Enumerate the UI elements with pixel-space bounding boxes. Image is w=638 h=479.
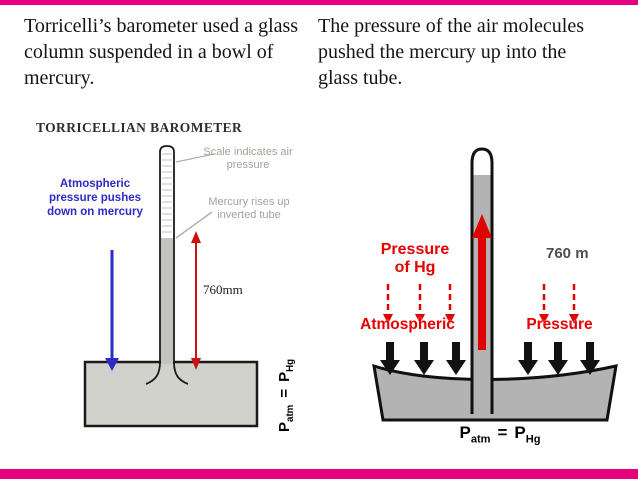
atmospheric-note: Atmospheric pressure pushes down on merc… <box>47 178 143 218</box>
tube-mercury-column <box>161 238 173 364</box>
tube-air-gap <box>473 150 491 175</box>
mercury-rise-arrow <box>472 214 492 350</box>
tube-air-gap <box>161 148 173 238</box>
mercury-note-leader-line <box>175 211 213 239</box>
p-hg-symbol: P <box>514 423 526 442</box>
mercury-bowl <box>372 363 618 422</box>
pressure-label: Pressure <box>526 316 593 333</box>
pressure-of-hg-label: Pressure of Hg <box>360 241 470 276</box>
glass-tube <box>470 147 494 414</box>
torricellian-barometer-diagram: TORRICELLIAN BAROMETER Scale indicates a… <box>28 112 318 442</box>
height-label-760mm: 760mm <box>203 282 243 297</box>
right-diagram-graphics <box>372 147 618 422</box>
atm-subscript: atm <box>285 404 296 422</box>
caption-right: The pressure of the air molecules pushed… <box>318 15 585 89</box>
equals-sign: = <box>497 423 508 442</box>
mercury-note: Mercury rises up inverted tube <box>208 196 290 221</box>
scale-note-leader-line <box>175 153 215 163</box>
scale-ticks <box>162 153 172 233</box>
right-equation: Patm=PHg <box>433 423 567 445</box>
atmospheric-pressure-arrows <box>380 342 600 375</box>
p-atm-symbol: P <box>276 421 293 432</box>
left-diagram-title: TORRICELLIAN BAROMETER <box>36 120 243 135</box>
hg-pressure-dashed-arrows <box>383 284 579 324</box>
left-diagram-graphics <box>83 145 259 428</box>
top-accent-strip <box>0 0 638 5</box>
scale-note: Scale indicates air pressure <box>203 146 293 171</box>
p-hg-symbol: P <box>276 371 293 382</box>
hg-subscript: Hg <box>525 433 541 446</box>
atmospheric-label: Atmospheric <box>360 316 455 333</box>
bottom-accent-strip <box>0 469 638 479</box>
mercury-bowl <box>83 360 259 428</box>
air-pressure-diagram: Pressure of Hg 760 m Atmospheric Pressur… <box>330 138 630 460</box>
equals-sign: = <box>276 388 293 398</box>
height-760mm-arrow <box>191 231 201 370</box>
height-label-760m: 760 m <box>546 245 589 262</box>
hg-subscript: Hg <box>285 358 296 372</box>
left-equation: Patm=PHg <box>276 312 296 432</box>
pressure-of-hg-line2: of Hg <box>394 258 436 276</box>
atmospheric-pressure-arrow <box>105 250 119 371</box>
pressure-of-hg-line1: Pressure <box>380 241 450 258</box>
atm-subscript: atm <box>470 433 491 446</box>
glass-tube <box>145 145 189 385</box>
caption-left: Torricelli’s barometer used a glass colu… <box>24 15 299 89</box>
p-atm-symbol: P <box>459 423 471 442</box>
